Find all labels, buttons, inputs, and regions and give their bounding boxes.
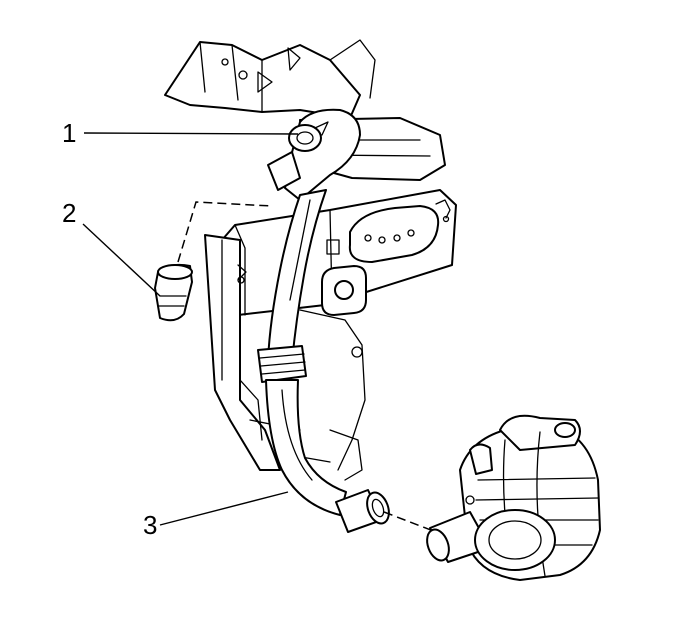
callout-2-label: 2 — [62, 198, 76, 228]
retainer-clip — [154, 263, 193, 322]
callout-1-leader — [83, 132, 299, 135]
hose-to-pump-path — [383, 511, 437, 533]
hose-upper-end — [267, 108, 361, 201]
callout-3-label: 3 — [143, 510, 157, 540]
air-pump — [426, 414, 601, 581]
frame-structure — [164, 39, 457, 481]
callout-1-label: 1 — [62, 118, 76, 148]
callout-3-leader — [159, 491, 289, 526]
clip-install-path — [177, 201, 273, 263]
hose-assembly — [257, 189, 390, 533]
callout-2-leader — [82, 223, 161, 297]
